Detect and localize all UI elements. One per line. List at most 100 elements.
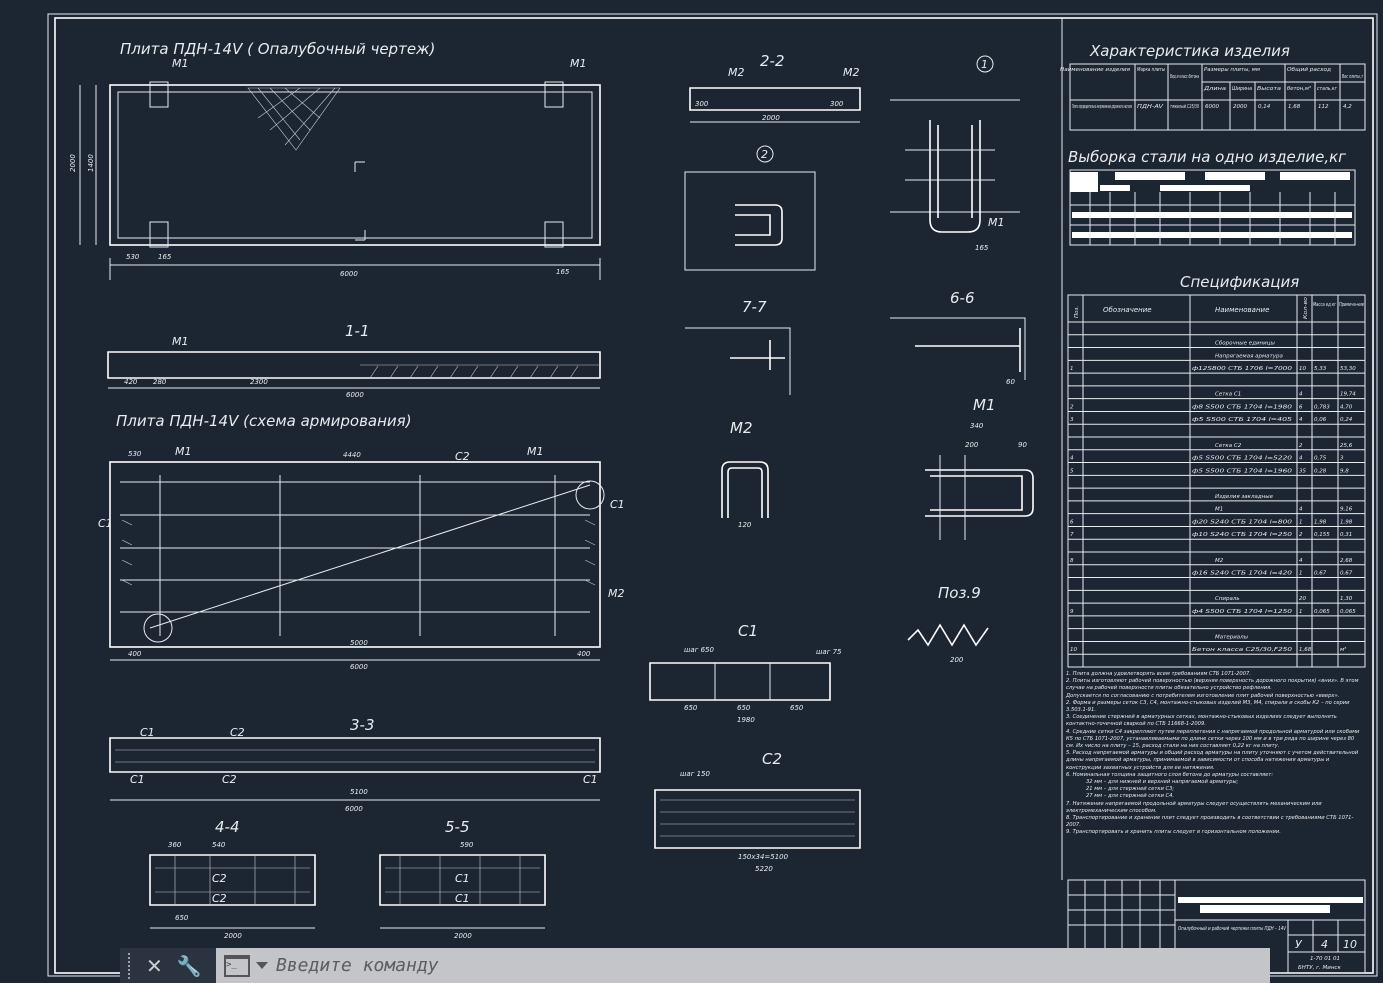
dim-1980: 1980 <box>737 716 755 724</box>
detail-number: 2 <box>761 148 768 161</box>
cell: 0,14 <box>1258 104 1271 110</box>
spec-cell: 10 <box>1299 366 1306 372</box>
section-title: 3-3 <box>350 716 375 734</box>
spec-cell: 4 <box>1299 417 1303 423</box>
label-c2: С2 <box>455 450 470 463</box>
dim-2000: 2000 <box>224 932 242 940</box>
note-line: 21 мм – для стержней сетки С3; <box>1086 786 1175 793</box>
cell: 4,2 <box>1343 104 1352 110</box>
label-c2: С2 <box>212 872 227 885</box>
spec-cell: ф5 S500 СТБ 1704 l=405 <box>1192 417 1293 423</box>
embedded-part-m2: М2 120 <box>721 419 769 529</box>
title-plan: Плита ПДН-14V ( Опалубочный чертеж) <box>120 40 435 58</box>
note-line: 2. Плиты изготовляют рабочей поверхность… <box>1066 678 1359 692</box>
wrench-icon[interactable]: 🔧 <box>176 953 202 978</box>
dim-60: 60 <box>1006 378 1015 386</box>
note-line: 2. Форма и размеры сеток С3, С4, монтажн… <box>1066 699 1350 714</box>
header-cell: Высота <box>1257 86 1282 92</box>
spec-cell: 6 <box>1070 519 1074 525</box>
command-prompt-icon[interactable]: >_ <box>224 954 250 977</box>
note-line: Допускается по согласованию с потребител… <box>1066 692 1340 699</box>
detail-2: 2 <box>684 145 816 271</box>
detail-number: 1 <box>981 58 988 71</box>
command-input[interactable] <box>274 954 878 977</box>
organization: БНТУ, г. Минск <box>1298 965 1341 971</box>
spec-cell: 1 <box>1070 366 1074 372</box>
spec-header: Примеча-ние <box>1339 302 1364 308</box>
dim-650: 650 <box>737 704 751 712</box>
spec-cell: 53,30 <box>1340 366 1356 372</box>
dim-540: 540 <box>212 841 226 849</box>
spec-cell: М1 <box>1215 507 1223 513</box>
spec-cell: 4 <box>1299 456 1303 462</box>
spec-cell: 4 <box>1070 456 1074 462</box>
dim-2000: 2000 <box>454 932 472 940</box>
label-c2: С2 <box>230 726 245 739</box>
reinforcement-plan-view: Плита ПДН-14V (схема армирования) С2 С1 … <box>98 412 625 671</box>
section-title: 1-1 <box>345 322 370 340</box>
header-cell: бетон,м³ <box>1287 85 1312 92</box>
section-1-1: 1-1 М1 420 280 2300 6000 <box>107 322 601 399</box>
dim-6000: 6000 <box>346 391 364 399</box>
command-input-area[interactable]: >_ <box>216 948 1270 983</box>
label-c1: С1 <box>455 872 470 885</box>
dim-165: 165 <box>556 268 570 276</box>
spec-cell: 0,065 <box>1314 609 1330 615</box>
sheets-total: 10 <box>1343 938 1357 951</box>
cell: тяжелый С25/30 <box>1170 104 1199 110</box>
mesh-c1: С1 шаг 650 шаг 75 650 650 650 1980 <box>649 622 842 724</box>
label-m1: М1 <box>988 216 1005 229</box>
dim-650: 650 <box>175 914 189 922</box>
dim-120: 120 <box>738 521 752 529</box>
section-title: 6-6 <box>950 289 975 307</box>
label-c1: С1 <box>130 773 145 786</box>
spec-cell: Изделия закладные <box>1215 494 1274 500</box>
spec-header: Кол-во <box>1303 296 1309 319</box>
dim-300: 300 <box>695 100 709 108</box>
dim-165: 165 <box>158 253 172 261</box>
dim-530: 530 <box>126 253 140 261</box>
note-line: 8. Транспортирование и хранение плит сле… <box>1066 815 1354 829</box>
drag-handle[interactable] <box>128 952 132 979</box>
c2-title: С2 <box>762 750 782 768</box>
label-m2: М2 <box>843 66 860 79</box>
dim-6000: 6000 <box>350 663 368 671</box>
note-line: 6. Номинальная толщина защитного слоя бе… <box>1066 771 1274 778</box>
spec-header: Наименование <box>1215 306 1269 314</box>
formwork-plan-view: Плита ПДН-14V ( Опалубочный чертеж) М1 М… <box>69 40 601 280</box>
section-title: 2-2 <box>760 52 785 70</box>
drawing-name: Опалубочный и рабочий чертежи плиты ПДН … <box>1178 926 1287 932</box>
dim-530: 530 <box>128 450 142 458</box>
doc-code: 1-70 01 01 <box>1310 956 1340 962</box>
spec-cell: 0,24 <box>1340 417 1353 423</box>
cell: Плита предварительно напряженная дорожно… <box>1072 104 1132 110</box>
command-line: ✕ 🔧 >_ <box>120 948 1270 983</box>
spec-cell: 10 <box>1070 647 1077 653</box>
spec-title: Спецификация <box>1180 273 1299 291</box>
label-c1: С1 <box>98 517 113 530</box>
spec-row: Напрягаемая арматура <box>1068 353 1365 361</box>
header-cell: сталь,кг <box>1317 86 1337 92</box>
dim-200: 200 <box>950 656 964 664</box>
spec-cell: 4 <box>1299 558 1303 564</box>
section-3-3: 3-3 С1 С2 С2 С1 С1 5100 6000 <box>109 716 601 813</box>
close-icon[interactable]: ✕ <box>146 953 163 978</box>
cell: 112 <box>1318 104 1329 110</box>
spec-cell: 2 <box>1070 404 1074 410</box>
dim-5220: 5220 <box>755 865 773 873</box>
spec-cell: 20 <box>1299 596 1306 602</box>
spec-cell: 8 <box>1070 558 1074 564</box>
spec-cell: 0,783 <box>1314 404 1330 410</box>
spec-cell: Материалы <box>1215 634 1249 640</box>
section-2-2: 2-2 М2 М2 300 300 2000 <box>689 52 861 123</box>
header-cell: Марка плиты <box>1137 67 1165 73</box>
chevron-down-icon[interactable] <box>256 962 268 969</box>
dim-5000: 5000 <box>350 639 368 647</box>
